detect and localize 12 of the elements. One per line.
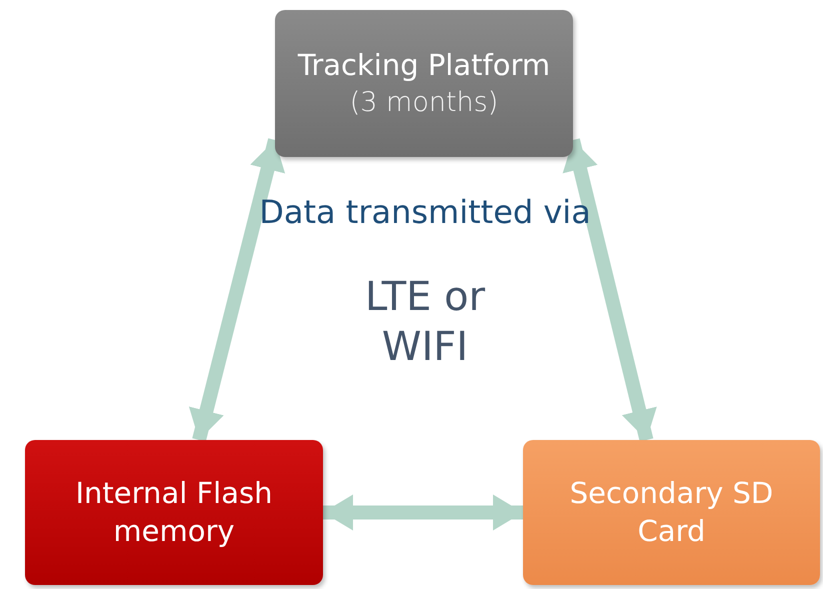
note-text: LTE or WIFI [364,273,486,372]
process-box [25,440,323,585]
box-title: Secondary SD Card [568,474,774,550]
box-title: Tracking Platform [298,47,550,84]
heading-text: Data transmitted via [258,192,592,232]
duration-text: (3 months) [350,86,498,120]
box-title: Internal Flash memory [74,474,274,550]
double-arrow [323,494,523,530]
double-arrow [188,138,286,442]
double-arrow [562,138,657,442]
process-box [275,10,573,157]
process-box [523,440,820,585]
